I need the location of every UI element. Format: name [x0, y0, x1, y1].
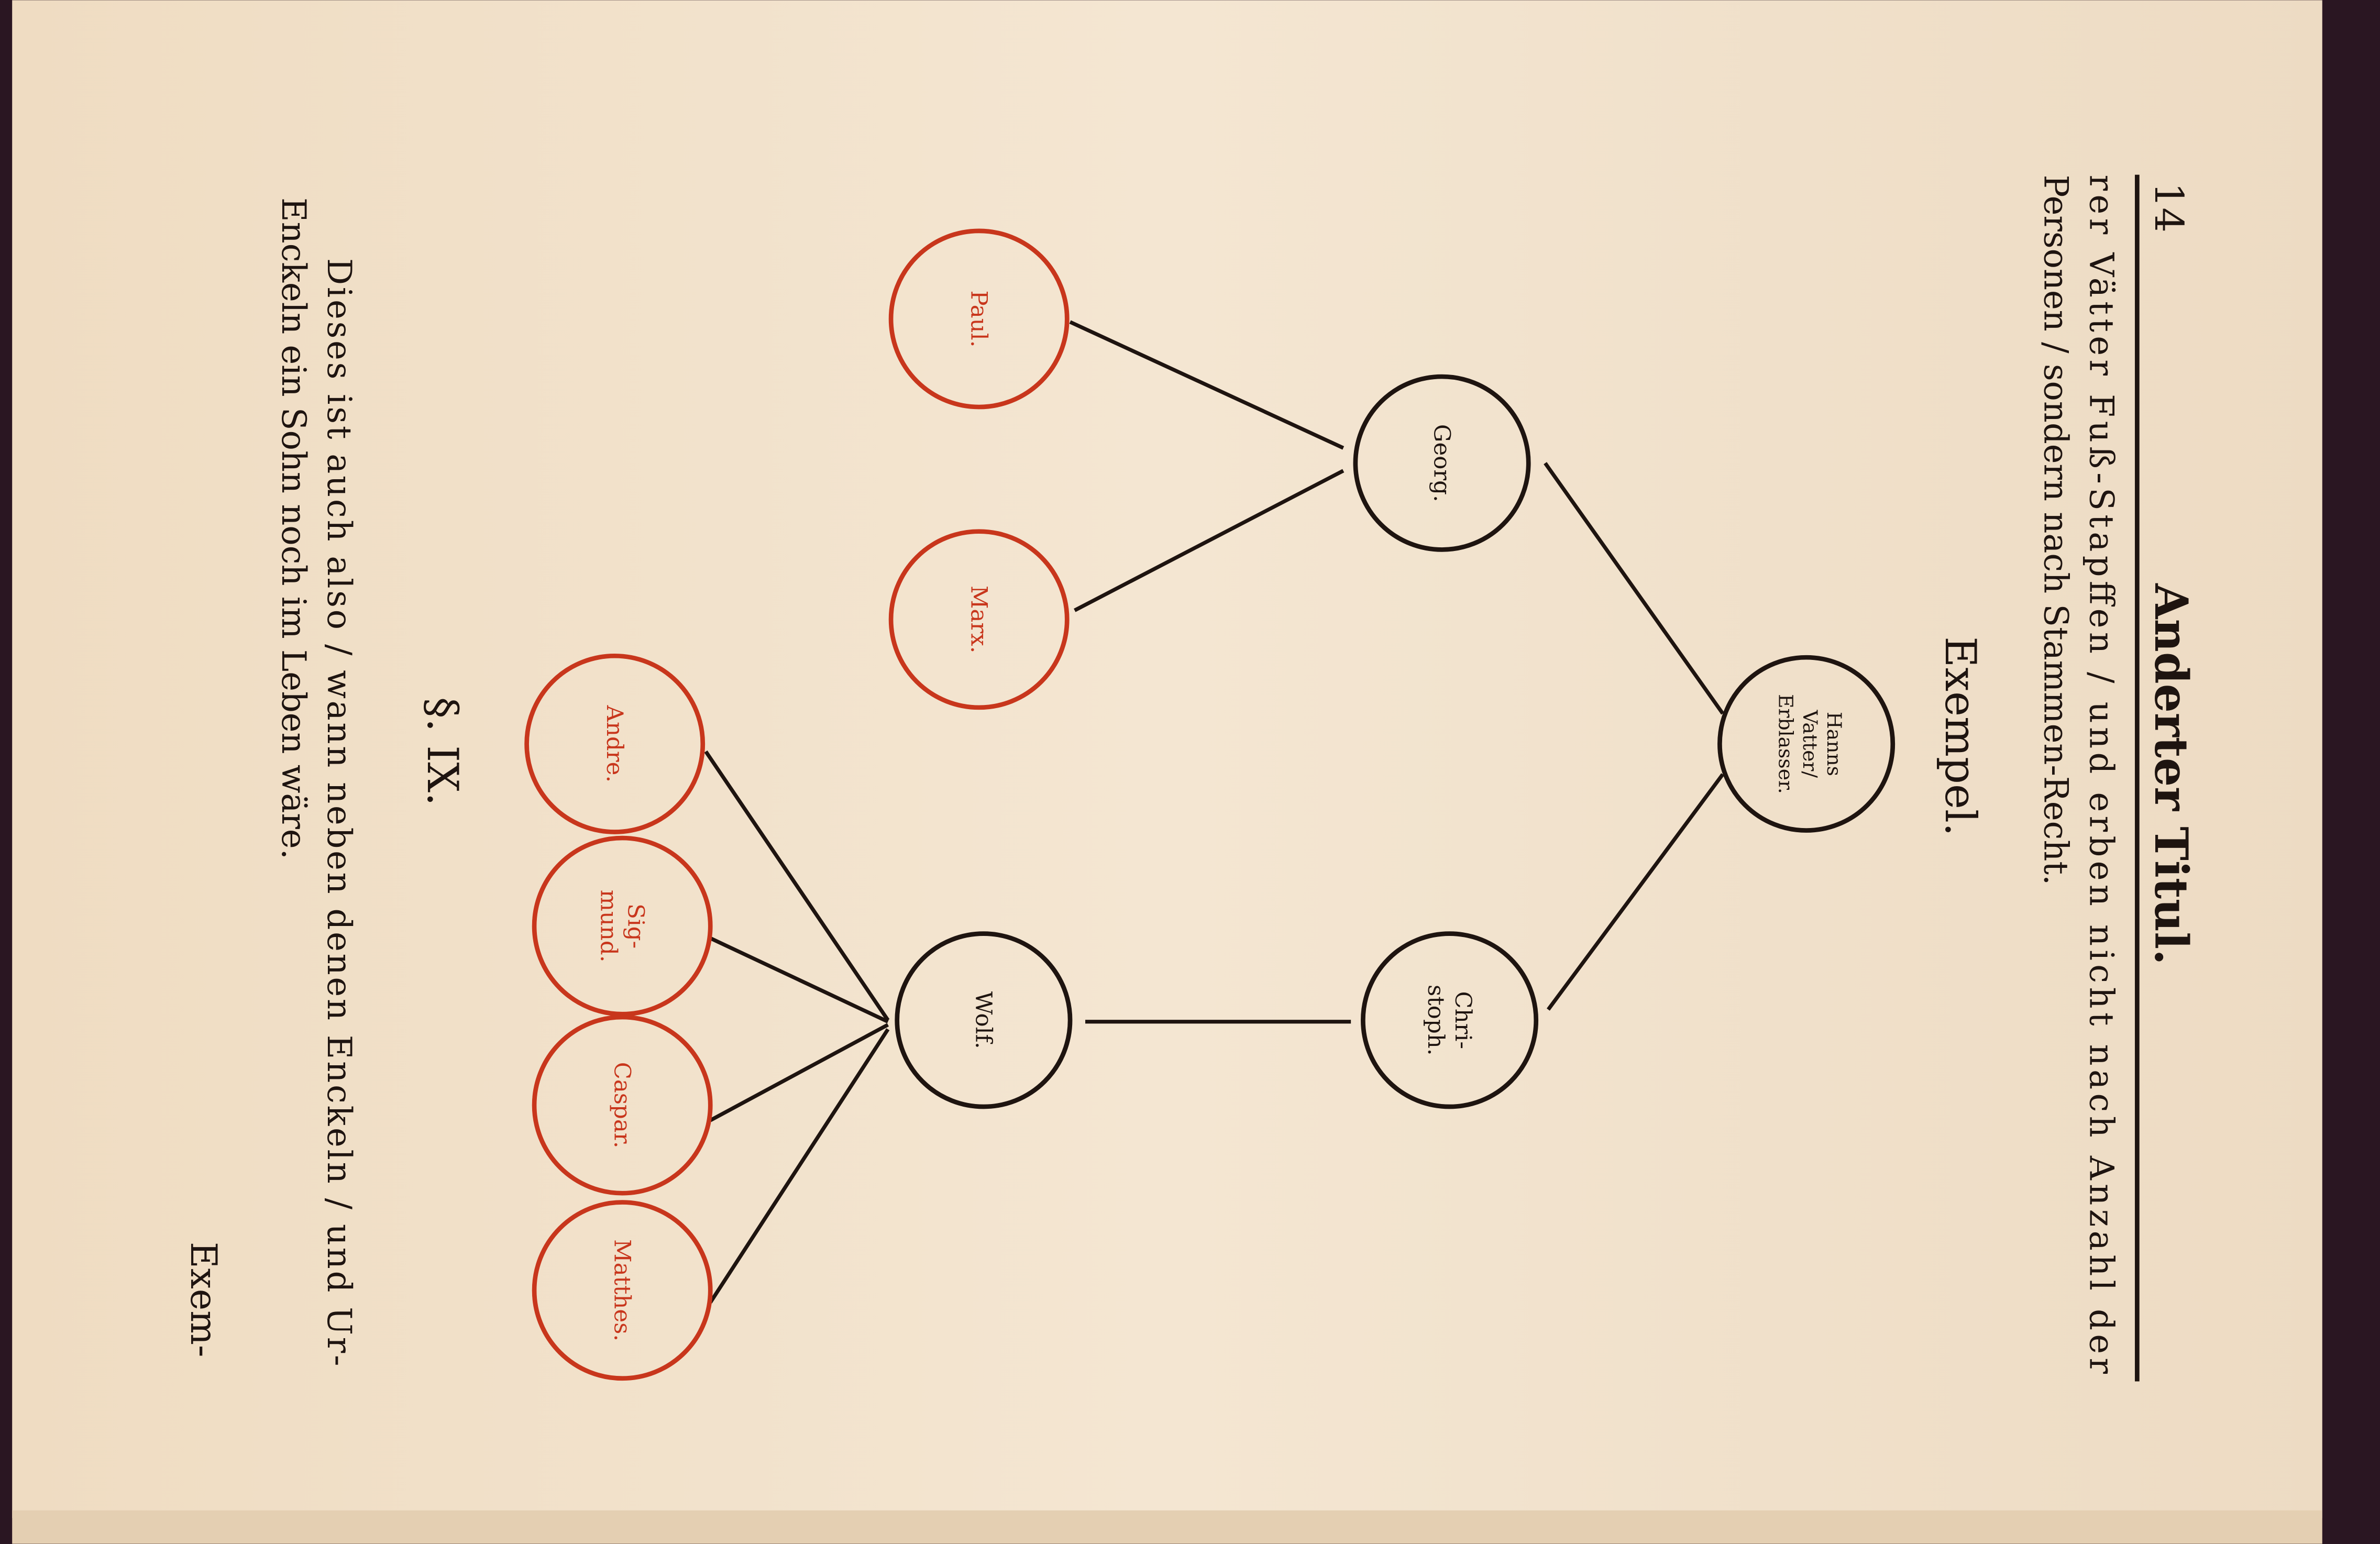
example-heading: Exempel.: [1935, 636, 1985, 836]
svg-text:Wolf.: Wolf.: [970, 991, 996, 1049]
node-hanns: Hanns Vatter/ Erblasser.: [1717, 655, 1896, 833]
text-line-2: Personen / sondern nach Stammen-Recht.: [2036, 175, 2075, 886]
node-georg: Georg.: [1353, 374, 1531, 552]
svg-text:Marx.: Marx.: [966, 586, 992, 654]
node-paul: Paul.: [888, 228, 1070, 410]
catchword: Exem-: [182, 1242, 225, 1358]
svg-text:Sig-: Sig-: [623, 903, 649, 949]
page-background: [12, 0, 2322, 1518]
node-andre: Andre.: [524, 653, 706, 834]
svg-text:Georg.: Georg.: [1429, 424, 1455, 502]
node-wolf: Wolf.: [895, 931, 1073, 1109]
svg-text:Paul.: Paul.: [966, 291, 992, 348]
svg-text:Vatter/: Vatter/: [1799, 710, 1822, 778]
svg-text:Matthes.: Matthes.: [609, 1239, 635, 1341]
svg-text:Chri-: Chri-: [1450, 991, 1476, 1050]
page-edge-bottom: [12, 1510, 2322, 1544]
text-line-3: Dieses ist auch also / wann neben denen …: [319, 258, 358, 1366]
svg-text:Erblasser.: Erblasser.: [1774, 694, 1797, 794]
binding-edge: [2322, 0, 2380, 1544]
node-matthes: Matthes.: [532, 1200, 713, 1381]
node-marx: Marx.: [888, 529, 1070, 710]
node-christoph: Chri- stoph.: [1361, 931, 1539, 1109]
section-number: §. IX.: [417, 697, 467, 806]
page-number: 14: [2146, 182, 2192, 233]
running-title: Anderter Titul.: [2144, 583, 2198, 965]
svg-text:Andre.: Andre.: [601, 705, 627, 782]
svg-text:stoph.: stoph.: [1423, 985, 1449, 1056]
diagram-connectors: [704, 320, 1725, 1304]
svg-text:mund.: mund.: [596, 890, 622, 963]
node-sigmund: Sig- mund.: [532, 835, 713, 1017]
text-line-4: Enckeln ein Sohn noch im Leben wäre.: [274, 197, 313, 859]
svg-text:Caspar.: Caspar.: [609, 1062, 635, 1149]
node-caspar: Caspar.: [532, 1014, 713, 1196]
svg-text:Hanns: Hanns: [1823, 712, 1846, 776]
